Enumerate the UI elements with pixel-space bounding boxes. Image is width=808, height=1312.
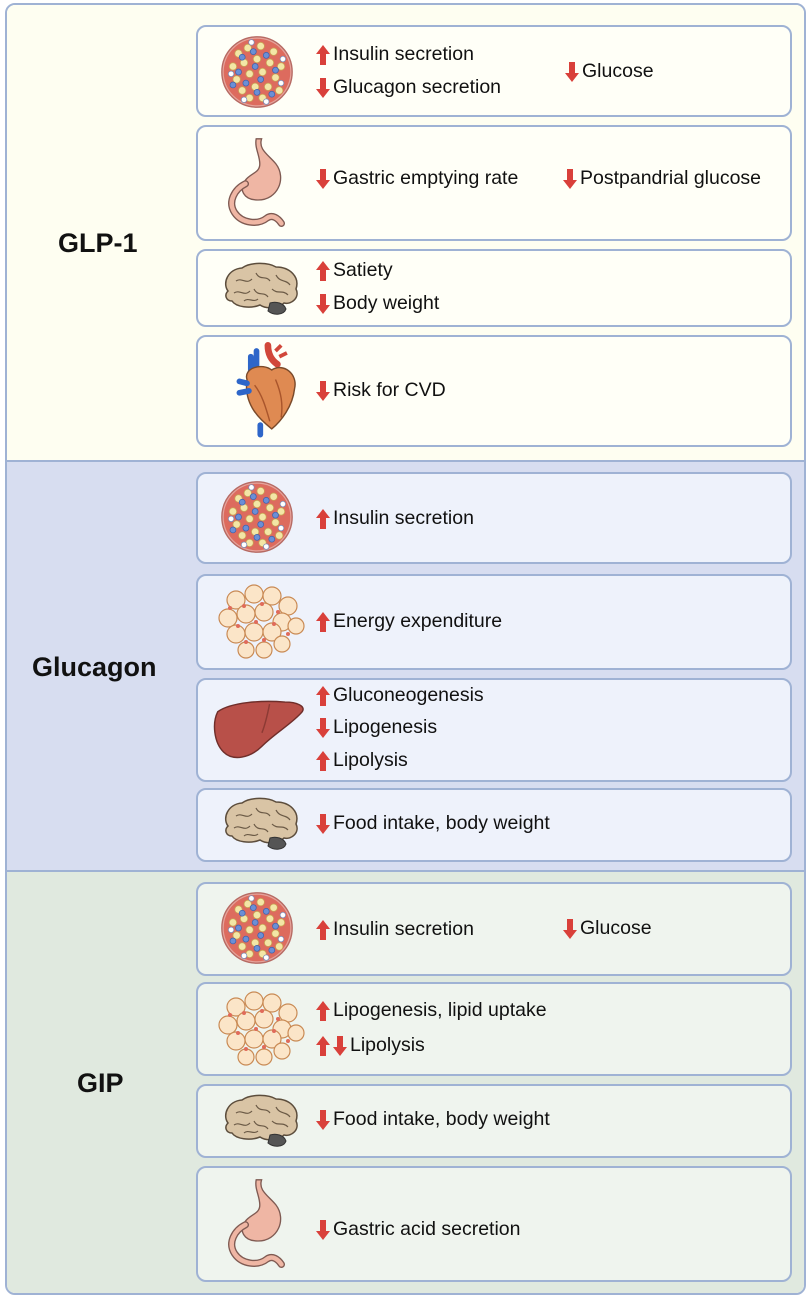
effect-line: Energy expenditure <box>316 610 502 633</box>
down-arrow-icon <box>316 1110 330 1130</box>
effect-line: Insulin secretion <box>316 918 474 941</box>
effect-text: Glucagon secretion <box>333 76 502 98</box>
effect-line: Lipogenesis <box>316 716 437 739</box>
effect-text: Lipogenesis, lipid uptake <box>333 999 547 1021</box>
effect-line: Insulin secretion <box>316 43 474 66</box>
section-title-glp1: GLP-1 <box>58 228 138 258</box>
effect-line: Gastric emptying rate <box>316 167 518 190</box>
up-arrow-icon <box>316 751 330 771</box>
effect-line: Glucose <box>565 60 654 83</box>
effect-row-glucagon-brain: Food intake, body weight <box>196 788 792 862</box>
up-arrow-icon <box>316 686 330 706</box>
effect-text: Body weight <box>333 292 440 314</box>
effect-text: Insulin secretion <box>333 918 474 940</box>
effect-text: Gastric emptying rate <box>333 167 519 189</box>
section-glucagon: Glucagon Insulin secretion Energy expend… <box>7 460 804 872</box>
down-arrow-icon <box>563 169 577 189</box>
effect-row-glucagon-pancreas: Insulin secretion <box>196 472 792 564</box>
pancreatic-islet-icon <box>220 480 294 554</box>
effect-row-glucagon-adipose: Energy expenditure <box>196 574 792 670</box>
down-arrow-icon <box>563 919 577 939</box>
effect-text: Food intake, body weight <box>333 812 550 834</box>
down-arrow-icon <box>333 1036 347 1056</box>
up-arrow-icon <box>316 45 330 65</box>
effect-line: Gastric acid secretion <box>316 1218 521 1241</box>
effect-line: Food intake, body weight <box>316 1108 550 1131</box>
effect-line: Postpandrial glucose <box>563 167 761 190</box>
figure-frame: GLP-1 Insulin secretion Glucagon secreti… <box>5 3 806 1295</box>
effect-line: Glucagon secretion <box>316 76 501 99</box>
brain-icon <box>220 261 300 317</box>
effect-text: Satiety <box>333 259 393 281</box>
effect-line: Insulin secretion <box>316 507 474 530</box>
effect-line: Lipolysis <box>316 749 408 772</box>
effect-line: Body weight <box>316 292 439 315</box>
section-glp1: GLP-1 Insulin secretion Glucagon secreti… <box>7 5 804 460</box>
effect-line: Glucose <box>563 917 652 940</box>
effect-row-gip-brain: Food intake, body weight <box>196 1084 792 1158</box>
up-arrow-icon <box>316 920 330 940</box>
brain-icon <box>220 796 300 852</box>
up-arrow-icon <box>316 509 330 529</box>
effect-text: Glucose <box>582 60 654 82</box>
effect-row-glp1-heart: Risk for CVD <box>196 335 792 447</box>
stomach-icon <box>222 133 294 231</box>
effect-text: Risk for CVD <box>333 379 446 401</box>
heart-icon <box>228 339 304 439</box>
down-arrow-icon <box>316 718 330 738</box>
effect-row-glp1-brain: Satiety Body weight <box>196 249 792 327</box>
down-arrow-icon <box>316 78 330 98</box>
section-gip: GIP Insulin secretion Glucose Lipogenesi… <box>7 870 804 1293</box>
pancreatic-islet-icon <box>220 35 294 109</box>
section-title-gip: GIP <box>77 1068 124 1098</box>
effect-text: Lipolysis <box>350 1034 425 1056</box>
effect-line: Lipolysis <box>316 1034 425 1057</box>
effect-text: Gluconeogenesis <box>333 684 484 706</box>
down-arrow-icon <box>316 814 330 834</box>
effect-text: Insulin secretion <box>333 43 474 65</box>
effect-text: Insulin secretion <box>333 507 474 529</box>
effect-line: Satiety <box>316 259 393 282</box>
effect-row-gip-stomach: Gastric acid secretion <box>196 1166 792 1282</box>
brain-icon <box>220 1093 300 1149</box>
up-arrow-icon <box>316 261 330 281</box>
effect-text: Glucose <box>580 917 652 939</box>
adipose-tissue-icon <box>216 989 306 1069</box>
pancreatic-islet-icon <box>220 891 294 965</box>
up-arrow-icon <box>316 612 330 632</box>
effect-text: Postpandrial glucose <box>580 167 762 189</box>
effect-line: Gluconeogenesis <box>316 684 484 707</box>
effect-line: Food intake, body weight <box>316 812 550 835</box>
down-arrow-icon <box>316 169 330 189</box>
stomach-icon <box>222 1174 294 1272</box>
effect-line: Risk for CVD <box>316 379 446 402</box>
liver-icon <box>212 694 308 762</box>
up-arrow-icon <box>316 1001 330 1021</box>
effect-row-glp1-pancreas: Insulin secretion Glucagon secretion Glu… <box>196 25 792 117</box>
up-arrow-icon <box>316 1036 330 1056</box>
effect-text: Energy expenditure <box>333 610 503 632</box>
effect-text: Lipogenesis <box>333 716 438 738</box>
effect-row-glp1-stomach: Gastric emptying rate Postpandrial gluco… <box>196 125 792 241</box>
adipose-tissue-icon <box>216 582 306 662</box>
down-arrow-icon <box>316 294 330 314</box>
effect-row-glucagon-liver: Gluconeogenesis Lipogenesis Lipolysis <box>196 678 792 782</box>
effect-row-gip-adipose: Lipogenesis, lipid uptake Lipolysis <box>196 982 792 1076</box>
effect-text: Lipolysis <box>333 749 408 771</box>
effect-text: Gastric acid secretion <box>333 1218 521 1240</box>
down-arrow-icon <box>316 381 330 401</box>
section-title-glucagon: Glucagon <box>32 652 157 682</box>
effect-row-gip-pancreas: Insulin secretion Glucose <box>196 882 792 976</box>
down-arrow-icon <box>316 1220 330 1240</box>
down-arrow-icon <box>565 62 579 82</box>
effect-text: Food intake, body weight <box>333 1108 550 1130</box>
effect-line: Lipogenesis, lipid uptake <box>316 999 547 1022</box>
